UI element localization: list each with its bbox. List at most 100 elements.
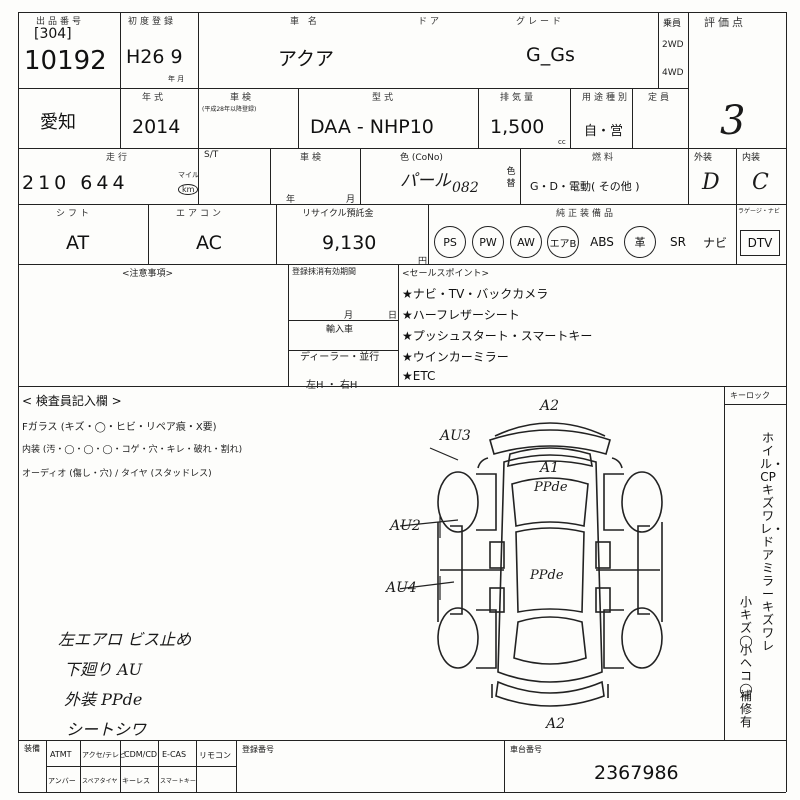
chassis-number: 2367986 xyxy=(594,762,679,784)
damage-mark: AU2 xyxy=(390,518,421,534)
footer-item: スペアタイヤ xyxy=(82,778,118,785)
sales-label: <セールスポイント> xyxy=(402,269,490,279)
footer-item: ATMT xyxy=(50,750,72,759)
handwritten-note: 左エアロ ビス止め xyxy=(58,630,192,649)
footer-item: リモコン xyxy=(199,751,231,760)
reg-number-label: 登録番号 xyxy=(242,745,274,754)
equip-dtv: DTV xyxy=(740,230,780,256)
recall-month-unit: 月 xyxy=(346,195,356,205)
exterior-grade: D xyxy=(702,170,720,195)
drive-label: 乗員 xyxy=(663,19,682,29)
capacity-label: 定員 xyxy=(648,93,673,103)
first-reg-value: H26 9 xyxy=(126,46,183,68)
car-name-label: 車 名 xyxy=(290,17,320,27)
handwritten-note: シートシワ xyxy=(66,720,147,739)
inspector-line: Fガラス (キズ・◯・ヒビ・リペア痕・X要) xyxy=(22,422,217,433)
year-label: 年式 xyxy=(142,93,167,103)
s-label: S/T xyxy=(204,150,219,160)
damage-mark: PPde xyxy=(534,480,568,495)
sales-point: ★ナビ・TV・バックカメラ xyxy=(402,287,549,301)
equip-airbag: エアB xyxy=(547,226,579,258)
recycle-label: リサイクル預託金 xyxy=(302,209,374,219)
footer-item: E-CAS xyxy=(162,750,187,759)
mile-unit: マイル xyxy=(178,171,199,179)
year-value: 2014 xyxy=(132,116,181,138)
usage-label: 用途種別 xyxy=(582,93,631,103)
color-code: 082 xyxy=(452,180,479,196)
fuel-label: 燃料 xyxy=(592,153,617,163)
reg-day: 日 xyxy=(388,311,398,321)
ac-label: エアコン xyxy=(176,209,225,219)
color-value: パール xyxy=(400,171,451,191)
dtv-label: ラゲージ・ナビ xyxy=(738,208,780,215)
handwritten-note: 下廻り AU xyxy=(64,660,143,679)
model-label: 型式 xyxy=(372,93,397,103)
sales-point: ★プッシュスタート・スマートキー xyxy=(402,329,593,343)
damage-mark: AU3 xyxy=(440,428,471,444)
interior-label: 内装 xyxy=(742,153,761,163)
lot-number: 10192 xyxy=(24,46,107,76)
car-damage-diagram xyxy=(400,422,663,707)
displacement-label: 排気量 xyxy=(500,93,537,103)
mileage-value: 210 644 xyxy=(22,172,129,194)
equip-ps: PS xyxy=(434,226,466,258)
ac-value: AC xyxy=(196,232,222,254)
chassis-label: 車台番号 xyxy=(510,745,542,754)
score-value: 3 xyxy=(720,98,746,144)
equip-navi: ナビ xyxy=(702,235,727,250)
recycle-value: 9,130 xyxy=(322,232,377,254)
handwritten-note: 外装 PPde xyxy=(64,690,143,709)
km-unit: km xyxy=(178,184,199,195)
damage-mark: PPde xyxy=(530,568,564,583)
inspection-sub: (平成28年以降登録) xyxy=(202,106,257,113)
dealer-parallel: ディーラー・並行 xyxy=(300,352,380,363)
damage-mark: A1 xyxy=(540,460,560,476)
lot-label: 出品番号 xyxy=(36,17,85,27)
damage-mark: A2 xyxy=(540,398,560,414)
equipment-label: 純正装備品 xyxy=(556,209,617,219)
recall-label: 車検 xyxy=(300,153,325,163)
car-name: アクア xyxy=(278,48,335,70)
footer-item: CDM/CD xyxy=(124,750,158,759)
region: 愛知 xyxy=(40,112,76,133)
footer-label: 装備 xyxy=(24,744,40,753)
side-note-scratch: 小キズ◯ xyxy=(739,595,753,648)
side-note-repair: 補修有 xyxy=(739,689,752,729)
notes-label: <注意事項> xyxy=(122,269,174,279)
inspector-line: オーディオ (傷し・穴) / タイヤ (スタッドレス) xyxy=(22,469,212,479)
footer-item: キーレス xyxy=(122,777,150,785)
exterior-label: 外装 xyxy=(694,153,713,163)
damage-mark: A2 xyxy=(546,716,566,732)
equip-leather: 革 xyxy=(624,226,656,258)
score-label: 評価点 xyxy=(704,16,746,29)
first-reg-label: 初度登録 xyxy=(128,17,177,27)
side-note-dent: 小ヘコ◯ xyxy=(739,643,753,696)
footer-item: アクセ/テレビ xyxy=(82,751,127,759)
inspector-title: < 検査員記入欄 > xyxy=(22,394,122,408)
import-label: 輸入車 xyxy=(326,325,354,335)
damage-mark: AU4 xyxy=(386,580,417,596)
equip-aw: AW xyxy=(510,226,542,258)
equip-pw: PW xyxy=(472,226,504,258)
cc-unit: cc xyxy=(558,138,566,146)
sales-point: ★ウインカーミラー xyxy=(402,350,509,364)
shift-label: シフト xyxy=(56,209,93,219)
lot-code: [304] xyxy=(34,26,72,42)
color-change: 色替 xyxy=(506,167,516,189)
equip-sr: SR xyxy=(670,235,686,249)
equip-abs: ABS xyxy=(590,235,614,249)
interior-grade: C xyxy=(752,170,769,195)
grade-value: G_Gs xyxy=(526,44,575,66)
keylock-label: キーロック xyxy=(730,391,770,400)
shift-value: AT xyxy=(66,232,90,254)
inspection-label: 車検 xyxy=(230,93,255,103)
usage-value: 自・営 xyxy=(584,124,624,139)
sales-point: ★ハーフレザーシート xyxy=(402,308,520,322)
reg-month: 月 xyxy=(344,311,354,321)
drive-4wd: 4WD xyxy=(662,68,684,78)
model-value: DAA - NHP10 xyxy=(310,116,434,138)
inspector-line: 内装 (汚・◯・◯・◯・コゲ・穴・キレ・破れ・割れ) xyxy=(22,445,243,455)
sales-point: ★ETC xyxy=(402,369,436,383)
fuel-options: G・D・電動( その他 ) xyxy=(530,180,640,193)
